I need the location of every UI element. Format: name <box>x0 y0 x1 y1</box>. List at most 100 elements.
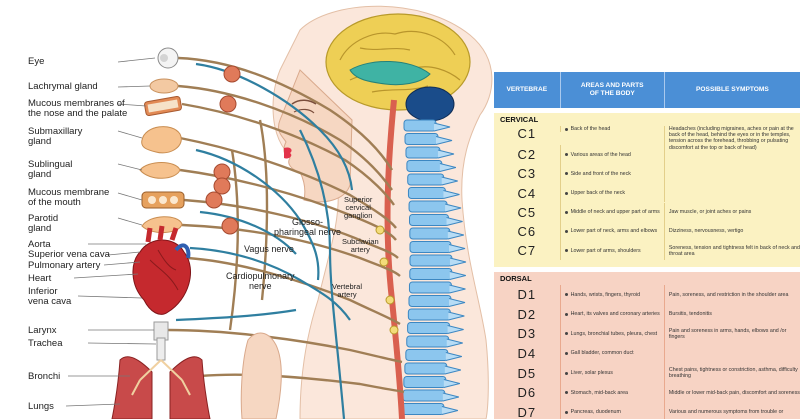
lips <box>284 147 292 159</box>
vertebra-code: D2 <box>517 306 537 322</box>
spinous-process <box>441 176 458 186</box>
vagus-nerve-label: Vagus nerve <box>244 244 294 254</box>
leader-line <box>117 130 143 139</box>
bullet-icon <box>564 172 568 176</box>
inferior-vena-cava-label: Inferior vena cava <box>28 286 72 307</box>
leader-line <box>65 403 121 407</box>
ganglion <box>221 217 239 235</box>
symptom-cell <box>663 343 800 364</box>
spinous-process <box>447 325 464 334</box>
spinous-process <box>448 311 465 321</box>
parotid-gland-label: Parotid gland <box>28 213 59 234</box>
vertebra <box>409 254 453 267</box>
nose-palate-membranes-label: Mucous membranes of the nose and the pal… <box>28 98 128 119</box>
nerve-fiber <box>228 149 239 331</box>
spinous-process <box>441 406 459 415</box>
eye-brow <box>291 99 317 105</box>
vertebra <box>407 187 446 199</box>
cardiopulmonary-nerve-label: Cardiopulmonary nerve <box>226 271 295 291</box>
leader-line <box>117 217 143 226</box>
submaxillary-gland <box>141 126 182 154</box>
bullet-icon <box>564 127 568 131</box>
vessel-line <box>199 210 297 255</box>
bullet-icon <box>564 312 568 316</box>
symptom-cell: Headaches (including migraines, aches or… <box>663 126 800 202</box>
ganglion <box>213 177 231 195</box>
section-title: CERVICAL <box>500 115 539 124</box>
body-area-text: Upper back of the neck <box>570 190 626 197</box>
spinous-process <box>439 163 456 172</box>
vertebra-code: C6 <box>517 224 537 240</box>
bullet-icon <box>564 210 568 214</box>
spinal-column <box>401 119 467 415</box>
sublingual-gland-label: Sublingual gland <box>28 159 73 180</box>
body-area-text: Pancreas, duodenum <box>570 409 621 416</box>
subclavian-artery-label: Subclavian artery <box>342 237 379 254</box>
bullet-icon <box>564 352 568 356</box>
leader-line <box>87 342 157 345</box>
body-area-text: Back of the head <box>570 126 611 132</box>
nerve-fiber <box>177 84 393 191</box>
body-area-cell: Middle of neck and upper part of arms <box>559 202 664 222</box>
nerve-fiber <box>167 328 403 364</box>
ganglion <box>219 95 237 113</box>
vessel-line <box>195 148 320 281</box>
body-area-cell: Back of the head <box>559 126 664 133</box>
symptom-cell: Various and numerous symptoms from troub… <box>663 402 800 419</box>
nerve-fiber <box>177 56 394 171</box>
section-title: DORSAL <box>500 274 532 283</box>
bullet-icon <box>564 293 568 297</box>
symptom-cell: Soreness, tension and tightness felt in … <box>663 241 800 261</box>
body-area-cell: Lower part of arms, shoulders <box>559 241 664 261</box>
nerve-fiber <box>181 102 395 206</box>
body-area-text: Liver, solar plexus <box>570 370 613 377</box>
vessel-line <box>299 129 346 419</box>
ganglion <box>375 225 385 235</box>
vertebra-code: C2 <box>517 147 537 163</box>
lachrymal-gland <box>149 78 179 94</box>
nerve-fiber <box>183 198 399 259</box>
lachrymal-gland-label: Lachrymal gland <box>28 81 98 92</box>
vertebra <box>401 403 445 415</box>
vertebra <box>407 322 451 334</box>
vertebra <box>405 146 441 159</box>
ganglia <box>205 65 399 335</box>
leader-line <box>107 251 141 256</box>
sublingual-gland <box>139 162 181 179</box>
body-area-text: Middle of neck and upper part of arms <box>570 209 660 216</box>
body-area-cell: Heart, its valves and coronary arteries <box>559 304 664 325</box>
larynx-label: Larynx <box>28 325 57 336</box>
nerve-fiber <box>199 373 405 394</box>
header-vertebrae: VERTEBRAE <box>494 72 561 108</box>
trachea-and-lungs <box>111 321 211 419</box>
vertebra <box>406 335 450 348</box>
vertebra-code: C5 <box>517 204 537 220</box>
leader-line <box>77 295 143 299</box>
body-area-cell: Lungs, bronchial tubes, pleura, chest <box>559 324 664 344</box>
body-area-text: Side and front of the neck <box>570 170 631 177</box>
vertebra <box>407 173 445 186</box>
ganglion <box>205 191 223 209</box>
vertebra <box>403 376 447 388</box>
spinous-process <box>435 136 453 145</box>
body-area-cell: Side and front of the neck <box>559 164 664 184</box>
body-area-text: Lower part of arms, shoulders <box>570 247 641 254</box>
arm <box>240 332 282 419</box>
leader-line <box>117 85 151 88</box>
body-area-cell: Upper back of the neck <box>559 183 664 203</box>
nasal-membrane <box>144 95 182 117</box>
vertebra <box>408 200 448 213</box>
vertebra <box>404 362 448 375</box>
vertebra <box>408 295 452 307</box>
vertebra-code: D3 <box>517 326 537 342</box>
vertebra <box>407 308 451 321</box>
vertebra <box>408 281 452 294</box>
vessel-line <box>175 308 297 322</box>
spinous-process <box>448 244 466 253</box>
